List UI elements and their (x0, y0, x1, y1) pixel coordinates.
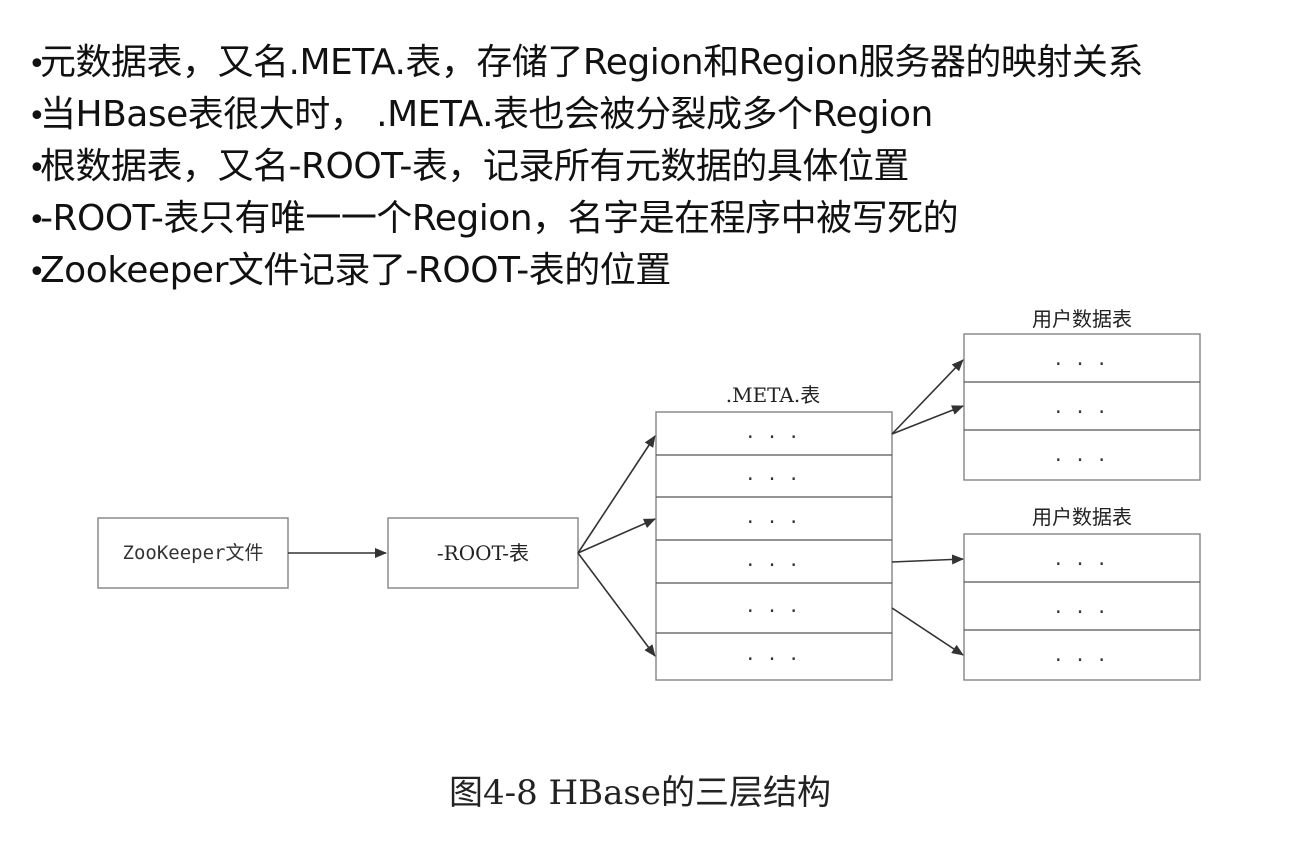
bullet-item: •当HBase表很大时， .META.表也会被分裂成多个Region (28, 90, 1143, 142)
meta-table-label: .META.表 (726, 383, 820, 407)
arrow-root-to-meta (577, 552, 656, 657)
bullet-text: Zookeeper文件记录了-ROOT-表的位置 (40, 250, 671, 291)
meta-table-box (655, 411, 893, 681)
arrow-meta-to-user-table (891, 405, 964, 435)
zookeeper-node: ZooKeeper文件 (97, 517, 289, 589)
arrow-root-to-meta (577, 518, 656, 554)
bullet-text: 根数据表，又名-ROOT-表，记录所有元数据的具体位置 (40, 146, 909, 187)
bullet-item: •Zookeeper文件记录了-ROOT-表的位置 (28, 246, 1143, 298)
meta-row-ellipsis: · · · (745, 601, 799, 622)
user-table-2-box (963, 533, 1201, 681)
user-table-row-ellipsis: · · · (1053, 402, 1107, 423)
bullet-text: 元数据表，又名.META.表，存储了Region和Region服务器的映射关系 (40, 42, 1143, 83)
bullet-item: •元数据表，又名.META.表，存储了Region和Region服务器的映射关系 (28, 38, 1143, 90)
user-table-row-ellipsis: · · · (1053, 602, 1107, 623)
zookeeper-box (97, 517, 289, 589)
user-table-row-ellipsis: · · · (1053, 554, 1107, 575)
root-node: -ROOT-表 (387, 517, 579, 589)
meta-row-ellipsis: · · · (745, 649, 799, 670)
root-label: -ROOT-表 (437, 541, 529, 565)
user-table-1: 用户数据表 · · · · · · · · · (963, 307, 1201, 481)
user-table-1-label: 用户数据表 (1032, 307, 1132, 331)
meta-row-ellipsis: · · · (745, 427, 799, 448)
user-table-row-ellipsis: · · · (1053, 450, 1107, 471)
bullet-item: •-ROOT-表只有唯一一个Region，名字是在程序中被写死的 (28, 194, 1143, 246)
arrow-meta-to-user-table (891, 554, 964, 565)
zookeeper-label: ZooKeeper文件 (123, 542, 264, 564)
figure-caption: 图4-8 HBase的三层结构 (449, 773, 831, 813)
arrow-meta-to-user-table (891, 607, 964, 656)
meta-row-ellipsis: · · · (745, 512, 799, 533)
user-table-2: 用户数据表 · · · · · · · · · (963, 505, 1201, 681)
user-table-row-ellipsis: · · · (1053, 650, 1107, 671)
meta-row-ellipsis: · · · (745, 469, 799, 490)
root-box (387, 517, 579, 589)
arrow-root-to-meta (577, 435, 656, 554)
user-table-1-box (963, 333, 1201, 481)
bullet-text: 当HBase表很大时， .META.表也会被分裂成多个Region (40, 94, 933, 135)
user-table-2-label: 用户数据表 (1032, 505, 1132, 529)
meta-row-ellipsis: · · · (745, 555, 799, 576)
bullet-text: -ROOT-表只有唯一一个Region，名字是在程序中被写死的 (40, 198, 959, 239)
arrow-meta-to-user-table (891, 359, 964, 435)
bullet-list: •元数据表，又名.META.表，存储了Region和Region服务器的映射关系… (28, 38, 1143, 298)
meta-table: .META.表 · · · · · · · · · · · · · · · · … (655, 383, 893, 681)
user-table-row-ellipsis: · · · (1053, 354, 1107, 375)
bullet-item: •根数据表，又名-ROOT-表，记录所有元数据的具体位置 (28, 142, 1143, 194)
